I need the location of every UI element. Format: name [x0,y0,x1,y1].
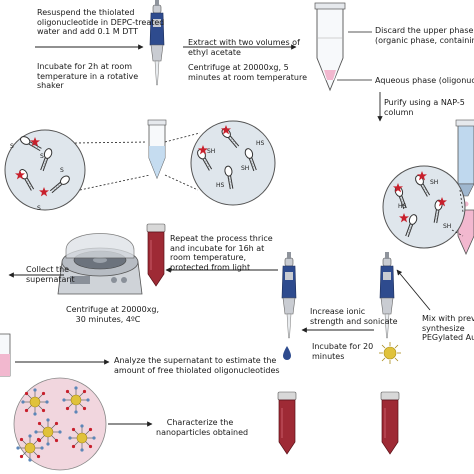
sample-tube-icon [0,333,11,377]
tube-icon [147,119,167,179]
red-tube-icon-3 [380,391,400,455]
pipette-icon-2 [281,251,297,339]
centrifuge-icon [57,233,143,295]
label-s-1: S [10,143,14,150]
label-sh-4: SH [443,223,451,230]
step-incubate-2h: Incubate for 2h at room temperature in a… [37,62,139,90]
label-s-4: S [37,205,41,212]
label-s-2: S [40,153,44,160]
label-hs-1: HS [256,140,265,147]
step-extract: Extract with two volumes of ethyl acetat… [188,38,300,57]
nanoparticle-circle [13,377,107,471]
zoom-lines-1 [74,141,151,191]
step-ionic: Increase ionic strength and sonicate [310,307,398,326]
molecule-circle-3 [382,165,466,249]
label-sh-1: SH [207,148,215,155]
step-centrifuge-30min: Centrifuge at 20000xg, 30 minutes, 4ºC [66,305,160,324]
phase-tube-icon [314,2,346,92]
step-aqueous: Aqueous phase (oligonucle [375,76,474,85]
step-mix: Mix with previ synthesize PEGylated Au [422,314,474,342]
molecule-circle-1 [4,129,86,211]
molecule-circle-2 [190,120,276,206]
gold-np-icon [379,342,401,364]
step-characterize: Characterize the nanoparticles obtained [156,418,249,437]
step-purify: Purify using a NAP-5 column [384,98,465,117]
step-analyze: Analyze the supernatant to estimate the … [114,356,280,375]
label-s-3: S [60,167,64,174]
red-tube-icon-2 [277,391,297,455]
label-hs-3: HS [398,203,407,210]
step-incubate-20: Incubate for 20 minutes [312,342,374,361]
arrow-mix [396,269,431,311]
drop-icon [283,346,291,360]
label-sh-3: SH [430,179,438,186]
step-resuspend: Resuspend the thiolated oligonucleotide … [37,8,165,36]
label-sh-2: SH [241,165,249,172]
step-discard: Discard the upper phase (organic phase, … [375,26,474,45]
label-hs-2: HS [216,182,225,189]
step-collect: Collect the supernatant [26,265,75,284]
red-tube-top-icon [146,223,166,287]
step-repeat: Repeat the process thrice and incubate f… [170,234,273,272]
step-centrifuge-5min: Centrifuge at 20000xg, 5 minutes at room… [188,63,308,82]
